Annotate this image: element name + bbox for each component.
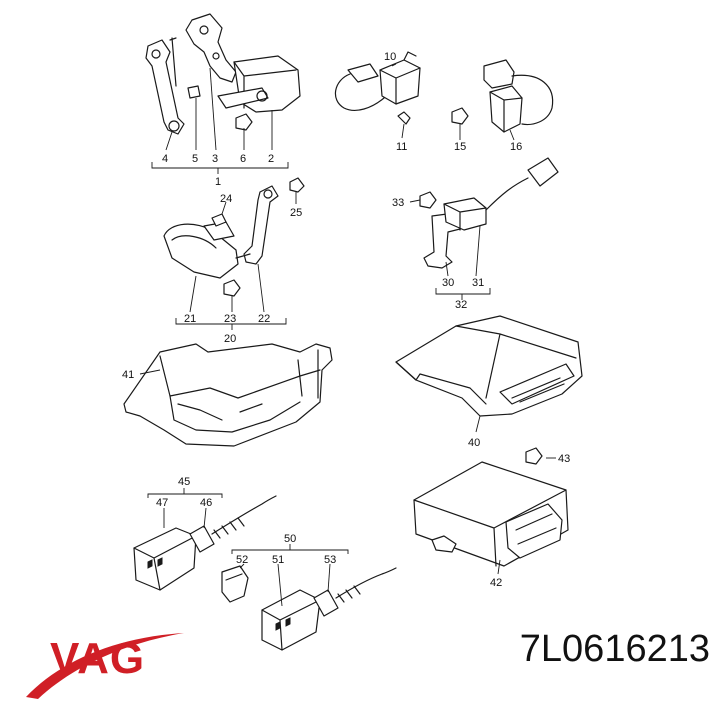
- assembly-part-10: 10 11: [334, 51, 421, 153]
- callout-31: 31: [472, 277, 484, 289]
- callout-21: 21: [184, 313, 196, 325]
- part-3-bracket: [185, 13, 237, 83]
- brace-group-50: [231, 544, 349, 554]
- part-24-screw: [211, 213, 227, 227]
- callout-53: 53: [324, 554, 336, 566]
- vag-logo: [26, 633, 184, 699]
- brace-group-32: [435, 288, 491, 300]
- part-23-nut: [223, 279, 241, 297]
- callout-2: 2: [268, 153, 274, 165]
- callout-5: 5: [192, 153, 198, 165]
- callout-40: 40: [468, 437, 480, 449]
- part-16-connector: [483, 59, 515, 89]
- part-15-nut: [451, 107, 469, 125]
- assembly-group-32: 33 30 31 32: [392, 157, 559, 311]
- logo-swoosh: [26, 633, 184, 699]
- callout-10: 10: [384, 51, 396, 63]
- part-10-sensor-body: [379, 59, 421, 105]
- callout-50: 50: [284, 533, 296, 545]
- assembly-group-50: 50 52 51 53: [221, 533, 397, 651]
- callout-46: 46: [200, 497, 212, 509]
- callout-20: 20: [224, 333, 236, 345]
- brace-group-1: [151, 162, 289, 174]
- assembly-part-42: 43 42: [413, 447, 570, 589]
- assembly-group-45: 45 47 46: [133, 476, 277, 591]
- part-40-connector: [499, 363, 575, 405]
- part-46-seal: [189, 525, 215, 553]
- part-33-nut: [419, 191, 437, 209]
- part-52-clip: [221, 565, 249, 603]
- callout-45: 45: [178, 476, 190, 488]
- callout-11: 11: [396, 141, 407, 153]
- part-6-nut: [235, 113, 253, 131]
- part-42-connector: [505, 503, 563, 559]
- part-31-sensor: [443, 197, 487, 231]
- part-51-connector-housing: [261, 589, 321, 651]
- part-25-nut: [289, 177, 305, 193]
- part-31-connector: [527, 157, 559, 187]
- assembly-group-20: 24 25 21 23 22 20: [163, 177, 305, 345]
- part-31-cable: [485, 177, 529, 211]
- callout-1: 1: [215, 176, 221, 188]
- part-bolt: [187, 85, 201, 99]
- part-53-seal: [313, 589, 339, 617]
- part-5-screw: [169, 37, 177, 87]
- assembly-group-1: 4 5 3 6 2 1: [145, 13, 301, 188]
- callout-30: 30: [442, 277, 454, 289]
- callout-52: 52: [236, 554, 248, 566]
- part-number: 7L0616213: [519, 628, 710, 670]
- callout-15: 15: [454, 141, 466, 153]
- callout-33: 33: [392, 197, 404, 209]
- part-40-ecu-housing: [395, 315, 583, 417]
- part-2-sensor-arm: [217, 87, 269, 109]
- part-16-sensor-body: [489, 85, 523, 133]
- part-47-connector-housing: [133, 527, 197, 591]
- part-50-cable: [335, 567, 397, 599]
- assembly-part-41: 41: [122, 343, 333, 447]
- callout-32: 32: [455, 299, 467, 311]
- part-11-screw: [397, 111, 411, 125]
- callout-22: 22: [258, 313, 270, 325]
- brand-name: VAG: [50, 634, 146, 683]
- part-42-mount-tab: [431, 535, 457, 553]
- callout-43: 43: [558, 453, 570, 465]
- callout-51: 51: [272, 554, 284, 566]
- callout-47: 47: [156, 497, 168, 509]
- callout-6: 6: [240, 153, 246, 165]
- part-4-link-rod: [145, 39, 185, 135]
- callout-25: 25: [290, 207, 302, 219]
- part-10-cable: [334, 73, 385, 111]
- brace-group-20: [175, 318, 287, 330]
- callout-16: 16: [510, 141, 522, 153]
- callout-3: 3: [212, 153, 218, 165]
- part-45-cable: [211, 495, 277, 535]
- part-10-connector: [347, 63, 379, 83]
- part-16-cable: [511, 74, 554, 126]
- callout-4: 4: [162, 153, 168, 165]
- brace-group-45: [147, 488, 223, 498]
- assembly-part-16: 15 16: [451, 59, 554, 153]
- callout-41: 41: [122, 369, 134, 381]
- assembly-part-40: 40: [395, 315, 583, 449]
- callout-42: 42: [490, 577, 502, 589]
- callout-23: 23: [224, 313, 236, 325]
- callout-24: 24: [220, 193, 232, 205]
- part-43-nut: [525, 447, 543, 465]
- part-22-link-rod: [243, 185, 279, 265]
